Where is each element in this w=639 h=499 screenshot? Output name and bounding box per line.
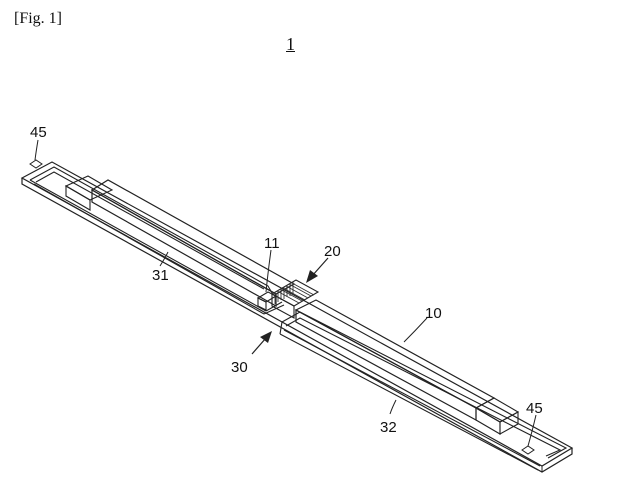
- callout-45-left: 45: [30, 124, 47, 141]
- callout-10: 10: [425, 305, 442, 322]
- callout-20: 20: [324, 243, 341, 260]
- conductive-trace-32: [279, 311, 568, 471]
- lead-block-11: [256, 291, 278, 311]
- figure-label: [Fig. 1]: [14, 10, 62, 27]
- figure-number: 1: [286, 34, 295, 54]
- pad-45-right: [521, 445, 535, 455]
- arrow-30: [251, 331, 272, 355]
- leader-lines: [34, 139, 537, 447]
- coil-winding-20: [270, 279, 320, 319]
- end-block-right: [474, 397, 520, 435]
- conductive-trace-31: [29, 166, 285, 315]
- pad-45-left: [29, 159, 43, 169]
- callout-45-right: 45: [526, 400, 543, 417]
- callout-11: 11: [264, 235, 280, 252]
- arrow-20: [306, 257, 329, 283]
- callout-32: 32: [380, 419, 397, 436]
- substrate-board: [20, 161, 574, 473]
- end-block-left: [64, 175, 114, 211]
- callout-30: 30: [231, 359, 248, 376]
- callout-31: 31: [152, 267, 169, 284]
